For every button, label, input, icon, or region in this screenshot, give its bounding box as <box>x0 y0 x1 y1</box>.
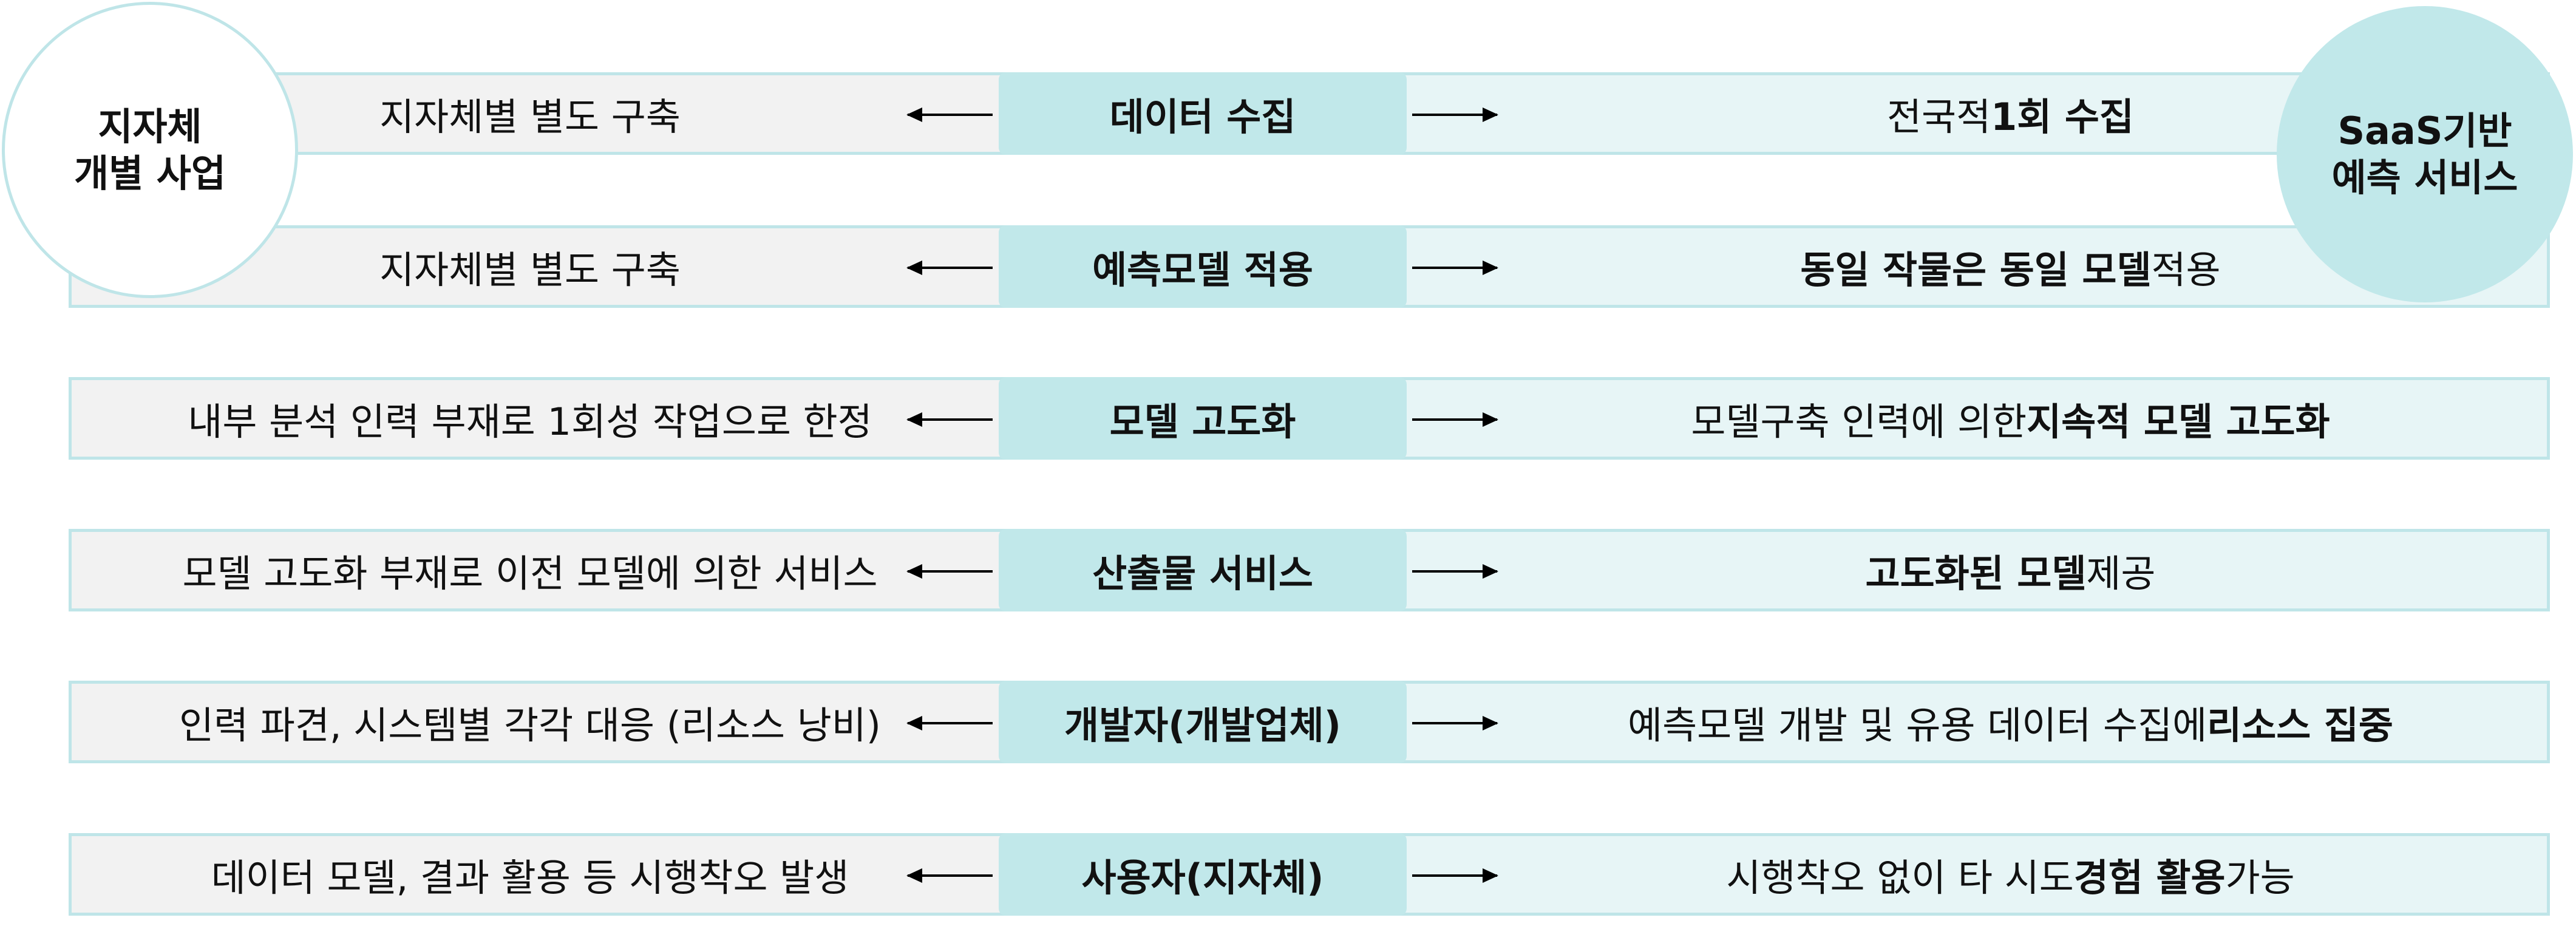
saas-circle-line2: 예측 서비스 <box>2331 155 2518 200</box>
category-label: 모델 고도화 <box>999 377 1407 460</box>
left-arrow-icon <box>906 107 993 122</box>
comparison-row: 데이터 모델, 결과 활용 등 시행착오 발생 사용자(지자체) 시행착오 없이… <box>69 833 2550 916</box>
comparison-row: 인력 파견, 시스템별 각각 대응 (리소스 낭비) 개발자(개발업체) 예측모… <box>69 681 2550 763</box>
local-government-circle: 지자체 개별 사업 <box>2 2 298 298</box>
category-label: 사용자(지자체) <box>999 833 1407 916</box>
saas-text-highlight: 경험 활용 <box>2073 856 2226 900</box>
local-approach-text: 데이터 모델, 결과 활용 등 시행착오 발생 <box>211 856 849 900</box>
left-arrow-icon <box>906 716 993 730</box>
category-label: 예측모델 적용 <box>999 225 1407 308</box>
local-circle-line2: 개별 사업 <box>74 151 226 196</box>
category-label: 데이터 수집 <box>999 72 1407 155</box>
local-approach-text: 내부 분석 인력 부재로 1회성 작업으로 한정 <box>188 400 872 444</box>
comparison-row: 지자체별 별도 구축 예측모델 적용 동일 작물은 동일 모델 적용 <box>69 225 2550 308</box>
local-approach-text: 모델 고도화 부재로 이전 모델에 의한 서비스 <box>182 551 878 596</box>
saas-text-highlight: 리소스 집중 <box>2207 703 2393 747</box>
saas-text-pre: 예측모델 개발 및 유용 데이터 수집에 <box>1628 703 2207 747</box>
saas-text-post: 가능 <box>2225 856 2295 900</box>
right-arrow-icon <box>1412 412 1498 427</box>
left-arrow-icon <box>906 868 993 883</box>
saas-circle-line1: SaaS기반 <box>2337 108 2512 153</box>
category-label: 개발자(개발업체) <box>999 681 1407 763</box>
saas-text-pre: 모델구축 인력에 의한 <box>1691 400 2027 444</box>
saas-approach-text: 고도화된 모델 제공 <box>1468 532 2553 608</box>
saas-approach-text: 시행착오 없이 타 시도 경험 활용 가능 <box>1468 836 2553 913</box>
right-arrow-icon <box>1412 868 1498 883</box>
saas-text-highlight: 고도화된 모델 <box>1865 551 2087 596</box>
saas-text-pre: 전국적 <box>1887 95 1991 139</box>
local-approach-text: 인력 파견, 시스템별 각각 대응 (리소스 낭비) <box>178 703 881 747</box>
saas-text-highlight: 1회 수집 <box>1991 95 2134 139</box>
saas-approach-text: 동일 작물은 동일 모델 적용 <box>1468 228 2553 305</box>
saas-service-circle: SaaS기반 예측 서비스 <box>2277 6 2573 302</box>
local-approach-text: 지자체별 별도 구축 <box>379 95 681 139</box>
category-label: 산출물 서비스 <box>999 529 1407 611</box>
saas-text-pre: 시행착오 없이 타 시도 <box>1726 856 2074 900</box>
right-arrow-icon <box>1412 260 1498 275</box>
left-arrow-icon <box>906 412 993 427</box>
right-arrow-icon <box>1412 716 1498 730</box>
comparison-row: 지자체별 별도 구축 데이터 수집 전국적 1회 수집 <box>69 72 2550 155</box>
left-arrow-icon <box>906 260 993 275</box>
saas-approach-text: 전국적 1회 수집 <box>1468 75 2553 152</box>
saas-text-highlight: 지속적 모델 고도화 <box>2027 400 2330 444</box>
comparison-row: 내부 분석 인력 부재로 1회성 작업으로 한정 모델 고도화 모델구축 인력에… <box>69 377 2550 460</box>
saas-approach-text: 모델구축 인력에 의한 지속적 모델 고도화 <box>1468 380 2553 457</box>
saas-text-post: 제공 <box>2086 551 2156 596</box>
saas-text-highlight: 동일 작물은 동일 모델 <box>1800 248 2152 292</box>
saas-approach-text: 예측모델 개발 및 유용 데이터 수집에 리소스 집중 <box>1468 684 2553 760</box>
saas-text-post: 적용 <box>2151 248 2221 292</box>
right-arrow-icon <box>1412 564 1498 579</box>
left-arrow-icon <box>906 564 993 579</box>
local-circle-line1: 지자체 <box>98 104 202 149</box>
local-approach-text: 지자체별 별도 구축 <box>379 248 681 292</box>
comparison-row: 모델 고도화 부재로 이전 모델에 의한 서비스 산출물 서비스 고도화된 모델… <box>69 529 2550 611</box>
right-arrow-icon <box>1412 107 1498 122</box>
